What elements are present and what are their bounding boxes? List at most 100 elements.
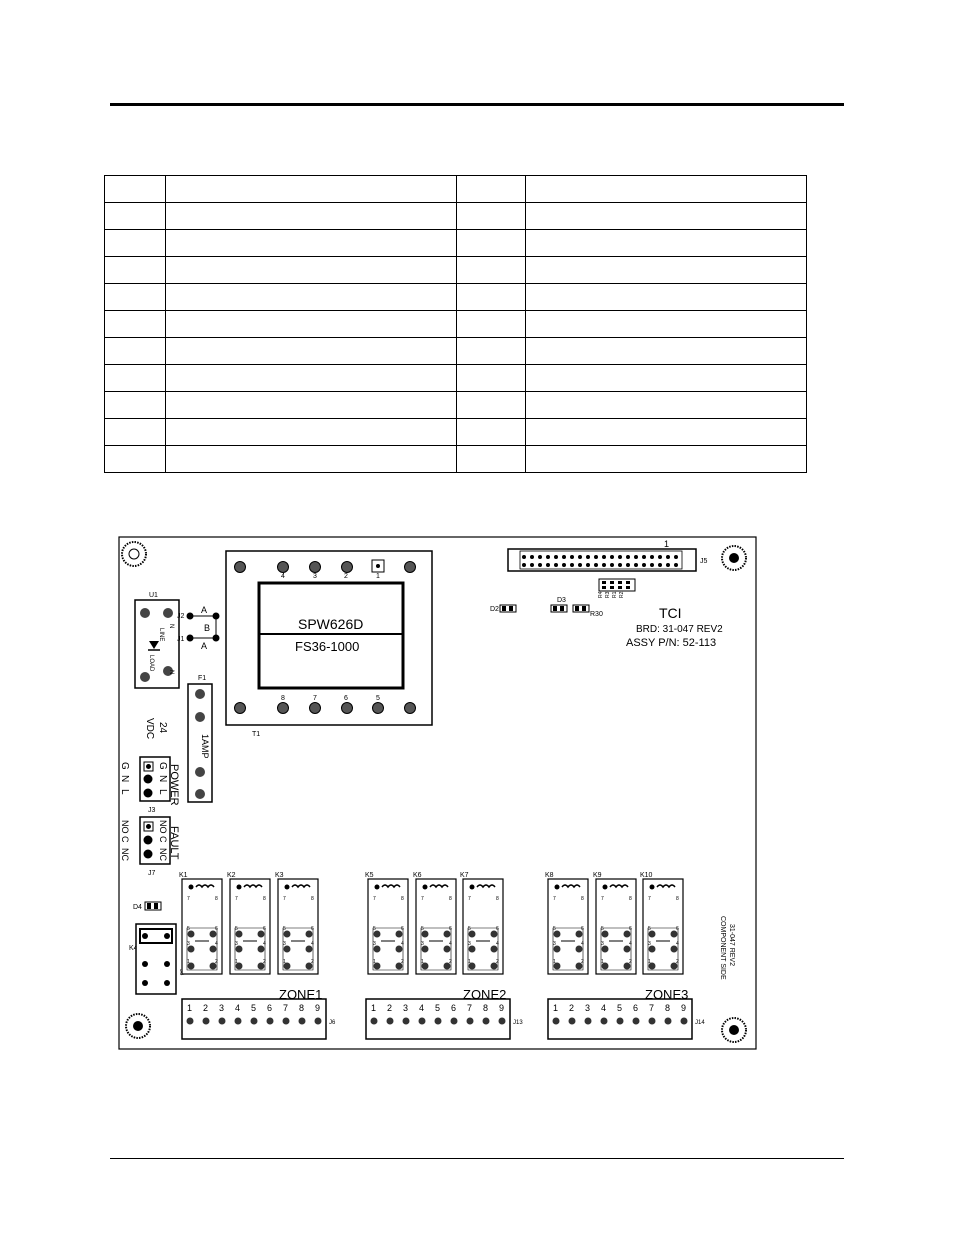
relay-pin-label: 2 — [263, 959, 266, 965]
led-d4: D4 — [133, 901, 162, 911]
terminal-number: 3 — [219, 1003, 224, 1013]
relay-pin-label: 3 — [601, 941, 604, 947]
relay-pin-label: 6 — [215, 926, 218, 932]
transformer-pin — [277, 561, 289, 573]
table-cell — [456, 310, 526, 338]
jumper-j1-j2: J2 J1 A B A — [177, 605, 220, 651]
table-cell — [165, 283, 457, 311]
header-pin — [618, 555, 622, 559]
coil-icon — [609, 884, 629, 889]
blank-table — [104, 175, 807, 473]
table-cell — [525, 337, 807, 365]
header-pin — [562, 555, 566, 559]
terminal-screw — [466, 1017, 474, 1025]
transformer-model: SPW626D — [298, 616, 363, 632]
relay-pin-label: 7 — [421, 896, 424, 902]
transformer-pin-label: 4 — [281, 573, 285, 580]
relay-pin — [188, 884, 194, 890]
coil-icon — [195, 884, 215, 889]
relay-outline — [600, 927, 632, 971]
terminal-screw — [664, 1017, 672, 1025]
relay-pin-label: 3 — [187, 941, 190, 947]
terminal-screw — [648, 1017, 656, 1025]
resistor-label: R4 — [598, 591, 604, 598]
relay-pin-label: 2 — [449, 959, 452, 965]
table-row — [104, 175, 807, 203]
table-row — [104, 337, 807, 365]
relay-pin-label: 7 — [235, 896, 238, 902]
fault-pin-label: NC — [158, 848, 168, 861]
relay-pin-label: 5 — [187, 926, 190, 932]
transformer-pin — [404, 561, 416, 573]
relay-ref: K6 — [413, 872, 422, 879]
terminal-number: 2 — [203, 1003, 208, 1013]
relay-pin-label: 5 — [601, 926, 604, 932]
relay-pin-label: 6 — [496, 926, 499, 932]
jumper-b-label: B — [204, 623, 210, 633]
relay-pin-label: 5 — [235, 926, 238, 932]
relay-pin-label: 6 — [263, 926, 266, 932]
terminal-screw — [234, 1017, 242, 1025]
header-pin — [554, 563, 558, 567]
side-label-line1: 31-047 REV2 — [728, 924, 735, 966]
relay-ref: K7 — [460, 872, 469, 879]
table-cell — [525, 256, 807, 284]
power-side-label: N — [119, 775, 130, 782]
relay-pin — [257, 945, 265, 953]
table-cell — [104, 364, 166, 392]
fault-side-label: NC — [120, 848, 130, 861]
relay-pin-label: 1 — [468, 959, 471, 965]
relay-pin — [575, 945, 583, 953]
relay-pin — [490, 945, 498, 953]
power-pin-label: L — [157, 789, 168, 795]
terminal-screw — [402, 1017, 410, 1025]
relay-pin-label: 6 — [311, 926, 314, 932]
terminal-screw — [386, 1017, 394, 1025]
relay-body — [181, 878, 223, 975]
relay-pin — [421, 945, 429, 953]
transformer-pin-label: 7 — [313, 695, 317, 702]
brand-label: TCI — [659, 605, 682, 621]
relay-pin-label: 3 — [283, 941, 286, 947]
header-pin — [586, 555, 590, 559]
resistor-pad — [618, 581, 622, 584]
relay-pin — [575, 930, 583, 938]
resistor-label: R3 — [605, 591, 611, 598]
header-pin — [634, 555, 638, 559]
relay-pin-label: 1 — [373, 959, 376, 965]
power-ref: J3 — [148, 807, 156, 814]
board-number-label: BRD: 31-047 REV2 — [636, 624, 723, 635]
relay-pin-label: 7 — [283, 896, 286, 902]
header-pin — [658, 563, 662, 567]
terminal-screw — [482, 1017, 490, 1025]
resistor-pad — [610, 586, 614, 589]
relay-pin-label: 4 — [629, 941, 632, 947]
relay-pin-label: 2 — [581, 959, 584, 965]
relay-pin-label: 8 — [449, 896, 452, 902]
table-cell — [456, 202, 526, 230]
terminal-number: 2 — [569, 1003, 574, 1013]
vdc-unit: VDC — [144, 718, 155, 739]
relay-body — [547, 878, 589, 975]
relay-pin-label: 1 — [601, 959, 604, 965]
relay-pin-label: 6 — [401, 926, 404, 932]
terminal-number: 3 — [585, 1003, 590, 1013]
relay-pin — [395, 945, 403, 953]
header-pin — [538, 555, 542, 559]
terminal-screw — [266, 1017, 274, 1025]
relay-pin-label: 7 — [553, 896, 556, 902]
terminal-number: 2 — [387, 1003, 392, 1013]
terminal-number: 1 — [187, 1003, 192, 1013]
resistor-pad — [610, 581, 614, 584]
relay-outline — [282, 927, 314, 971]
resistor-pad — [602, 586, 606, 589]
header-pin — [546, 563, 550, 567]
header-pin — [546, 555, 550, 559]
header-pin — [634, 563, 638, 567]
header-pin — [666, 555, 670, 559]
terminal-number: 9 — [315, 1003, 320, 1013]
relay-pin-label: 2 — [215, 959, 218, 965]
terminal-screw — [568, 1017, 576, 1025]
